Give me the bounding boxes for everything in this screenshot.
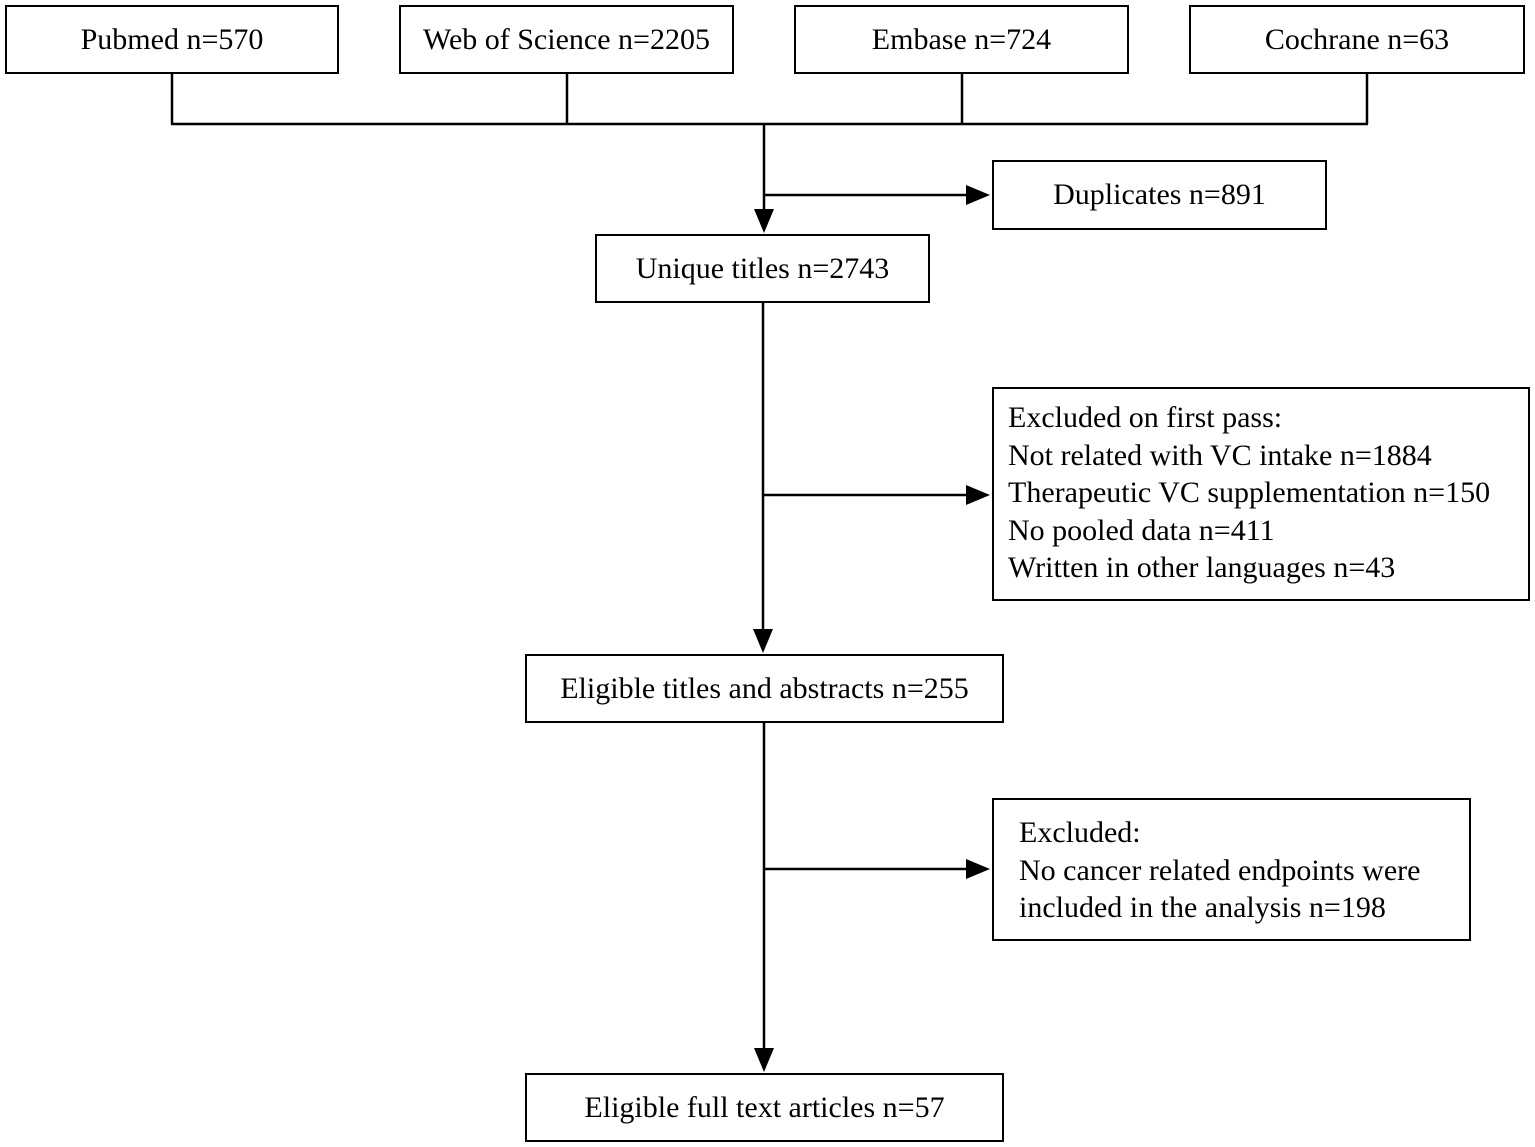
- second-exclusion-item: No cancer related endpoints were: [1019, 853, 1421, 887]
- unique-titles-box: Unique titles n=2743: [595, 234, 930, 303]
- arrowhead-full-text: [754, 1048, 774, 1072]
- second-exclusions-box: Excluded: No cancer related endpoints we…: [992, 798, 1471, 941]
- source-label-pubmed: Pubmed n=570: [80, 22, 264, 56]
- source-label-cochrane: Cochrane n=63: [1264, 22, 1450, 56]
- first-pass-exclusion-item: Not related with VC intake n=1884: [1008, 438, 1432, 472]
- source-box-embase: Embase n=724: [794, 5, 1129, 74]
- duplicates-box: Duplicates n=891: [992, 160, 1327, 230]
- source-box-pubmed: Pubmed n=570: [5, 5, 339, 74]
- first-pass-exclusion-item: Therapeutic VC supplementation n=150: [1008, 476, 1491, 509]
- arrowhead-second-exclusions: [966, 859, 990, 879]
- eligible-full-text-box: Eligible full text articles n=57: [525, 1073, 1004, 1142]
- second-exclusions-heading: Excluded:: [1019, 816, 1141, 849]
- second-exclusion-item: included in the analysis n=198: [1019, 891, 1386, 924]
- first-pass-exclusion-item: No pooled data n=411: [1008, 513, 1275, 547]
- source-label-web-of-science: Web of Science n=2205: [423, 22, 710, 56]
- source-label-embase: Embase n=724: [871, 22, 1052, 56]
- arrowhead-duplicates: [966, 185, 990, 205]
- unique-titles-label: Unique titles n=2743: [635, 251, 890, 285]
- duplicates-label: Duplicates n=891: [1053, 178, 1266, 211]
- first-pass-exclusions-box: Excluded on first pass: Not related with…: [992, 387, 1530, 601]
- eligible-titles-abstracts-label: Eligible titles and abstracts n=255: [560, 671, 969, 705]
- arrowhead-unique-titles: [754, 209, 774, 233]
- eligible-titles-abstracts-box: Eligible titles and abstracts n=255: [525, 654, 1004, 723]
- first-pass-exclusions-heading: Excluded on first pass:: [1008, 401, 1283, 434]
- arrowhead-first-pass-exclusions: [966, 485, 990, 505]
- source-box-web-of-science: Web of Science n=2205: [399, 5, 734, 74]
- arrowhead-eligible-titles: [753, 629, 773, 653]
- source-box-cochrane: Cochrane n=63: [1189, 5, 1525, 74]
- eligible-full-text-label: Eligible full text articles n=57: [584, 1090, 945, 1124]
- first-pass-exclusion-item: Written in other languages n=43: [1008, 551, 1396, 584]
